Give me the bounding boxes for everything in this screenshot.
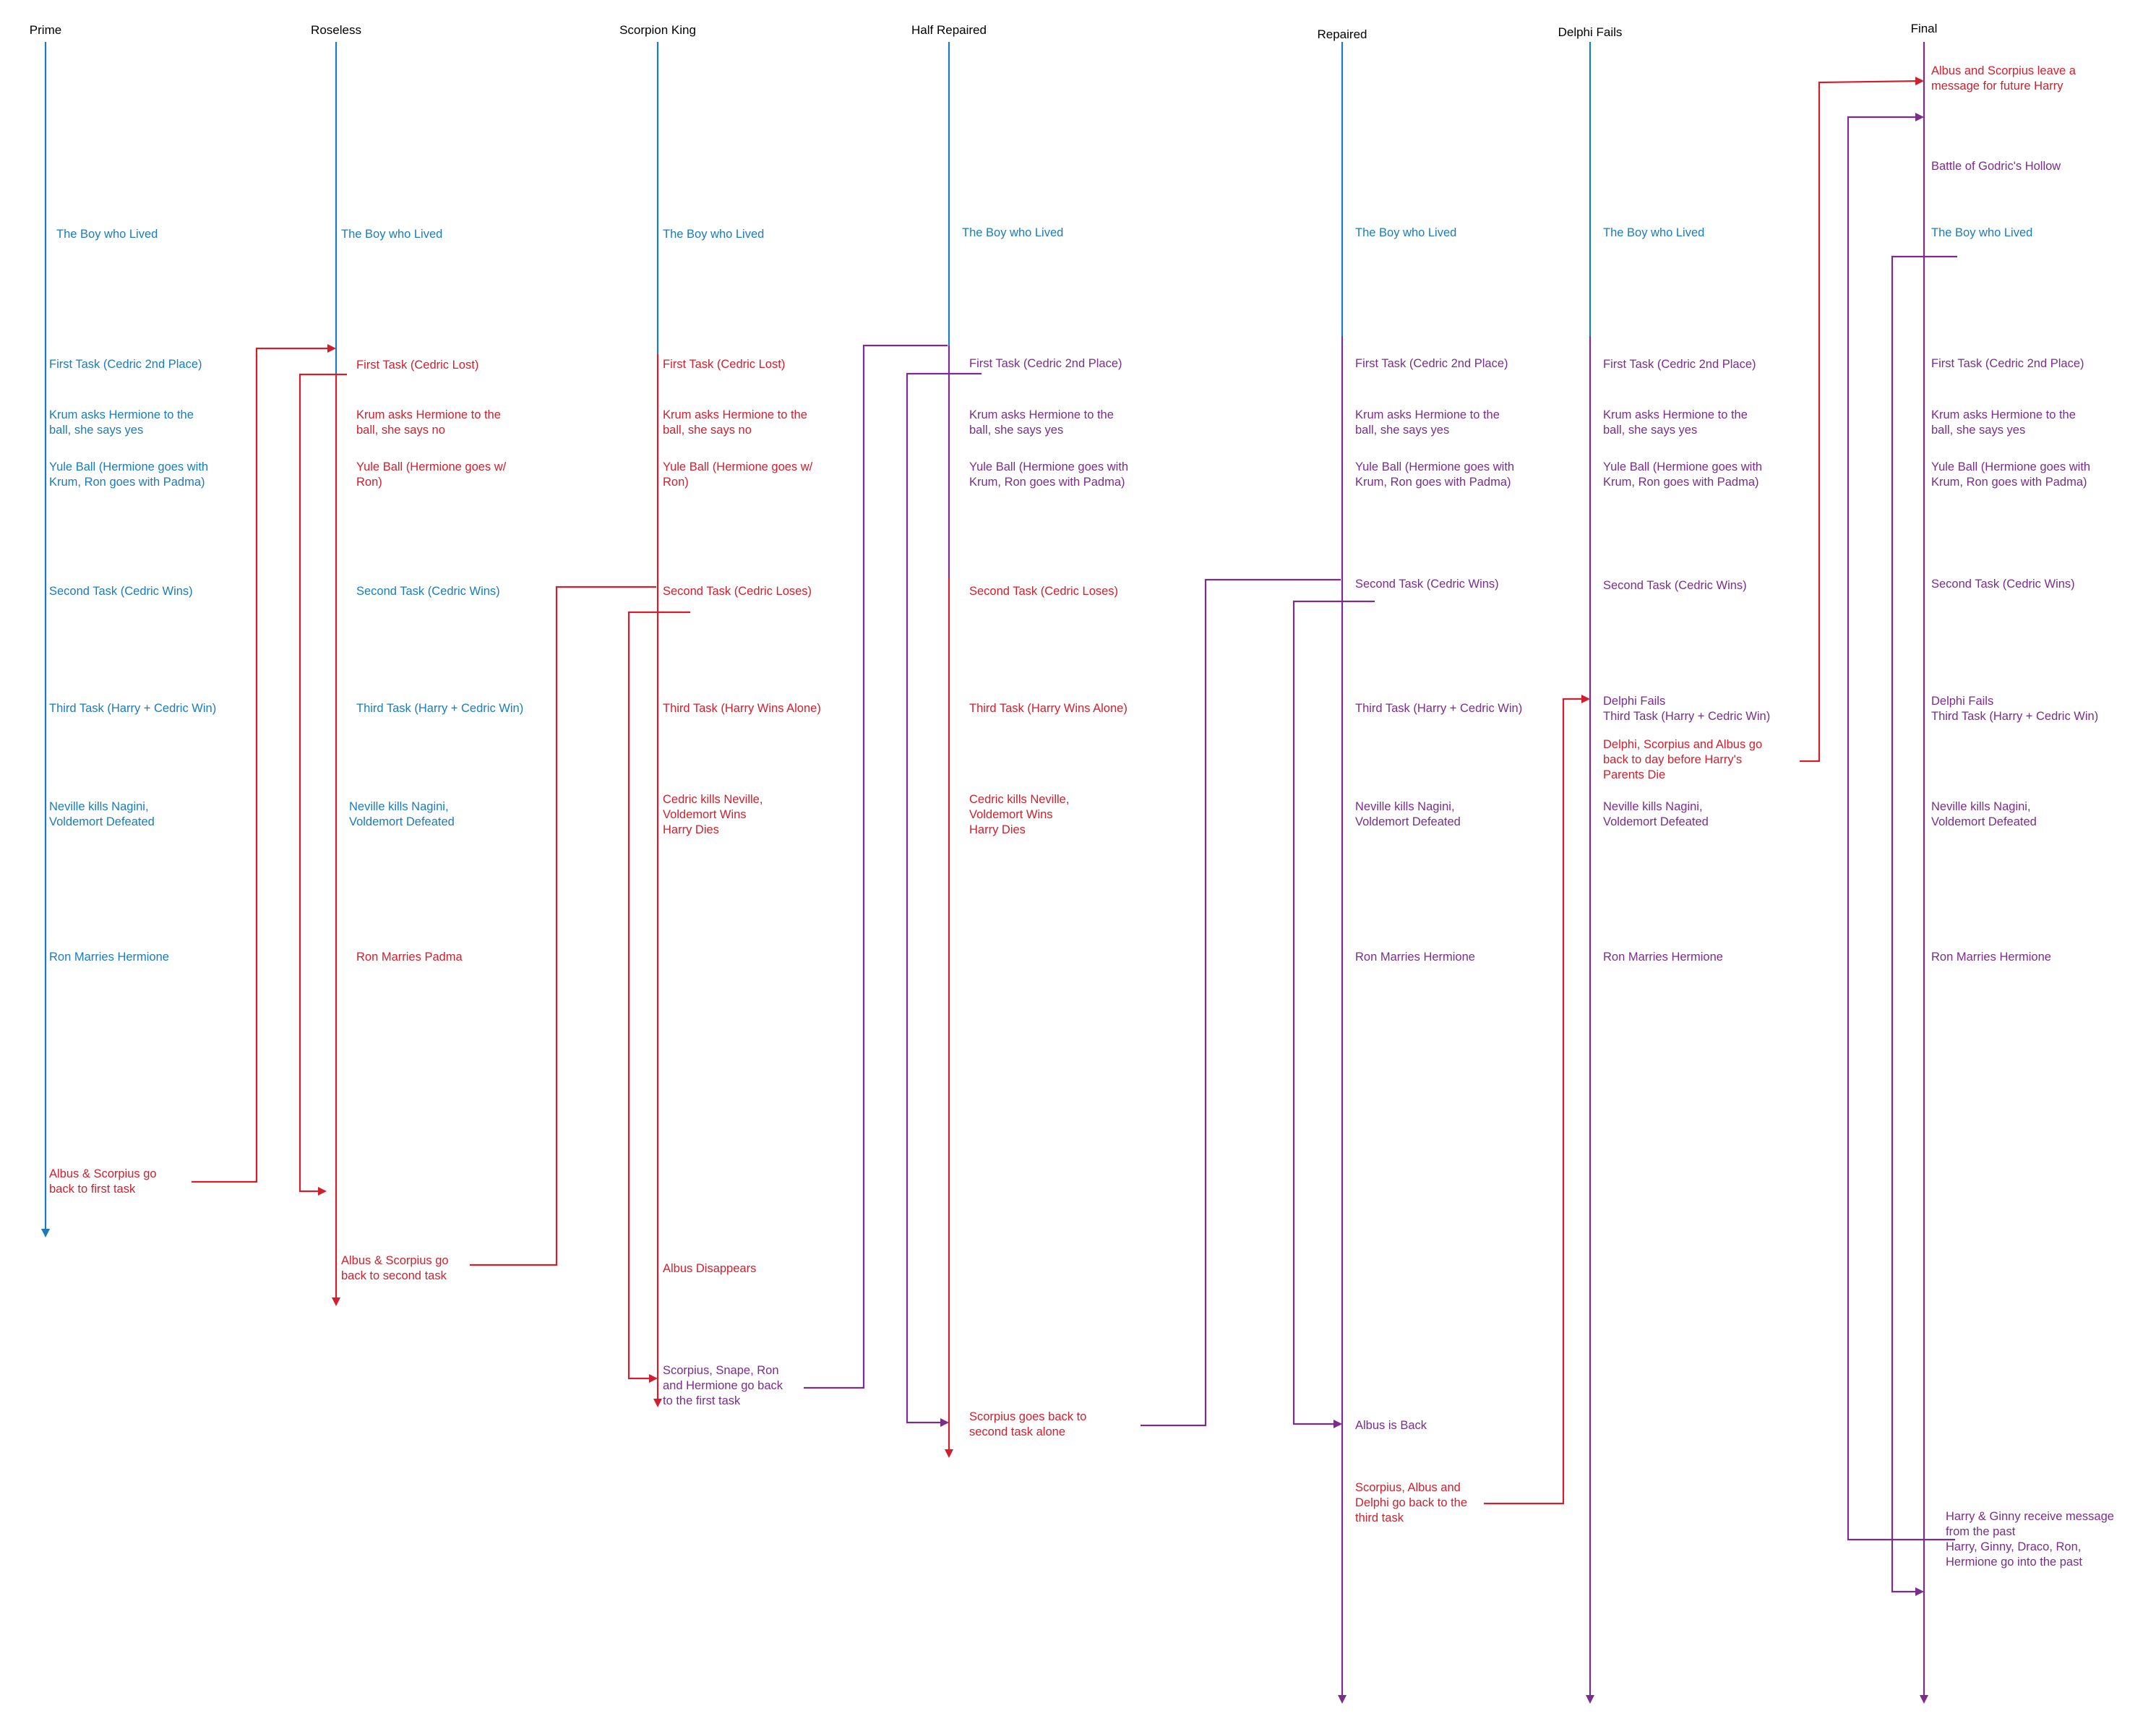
connector-delphi-to-final — [1800, 77, 1924, 763]
connector-scorpion-branch — [627, 611, 690, 1383]
prime-event-neville: Neville kills Nagini, Voldemort Defeated — [49, 800, 155, 828]
repaired-event-second-task: Second Task (Cedric Wins) — [1355, 578, 1499, 591]
final-event-message: Albus and Scorpius leave a message for f… — [1931, 64, 2076, 93]
prime-event-third-task: Third Task (Harry + Cedric Win) — [49, 702, 217, 715]
prime-event-krum: Krum asks Hermione to the ball, she says… — [49, 408, 194, 437]
connector-half-to-repaired — [1141, 578, 1341, 1427]
final-event-first-task: First Task (Cedric 2nd Place) — [1931, 357, 2084, 370]
final-event-boy: The Boy who Lived — [1931, 226, 2033, 239]
final-event-receive: Harry & Ginny receive message from the p… — [1946, 1510, 2114, 1569]
half-event-third-task: Third Task (Harry Wins Alone) — [969, 702, 1128, 715]
repaired-event-krum: Krum asks Hermione to the ball, she says… — [1355, 408, 1500, 437]
half-event-boy: The Boy who Lived — [962, 226, 1064, 239]
final-event-yule: Yule Ball (Hermione goes with Krum, Ron … — [1931, 460, 2091, 489]
roseless-event-travel: Albus & Scorpius go back to second task — [341, 1254, 449, 1282]
delphi-event-boy: The Boy who Lived — [1603, 226, 1705, 239]
repaired-event-albus: Albus is Back — [1355, 1419, 1427, 1432]
delphi-event-third-task: Delphi Fails Third Task (Harry + Cedric … — [1603, 695, 1771, 723]
delphi-event-travel: Delphi, Scorpius and Albus go back to da… — [1603, 738, 1763, 781]
prime-event-boy: The Boy who Lived — [56, 228, 158, 241]
prime-event-second-task: Second Task (Cedric Wins) — [49, 585, 193, 598]
half-event-second-task: Second Task (Cedric Loses) — [969, 585, 1119, 598]
roseless-event-second-task: Second Task (Cedric Wins) — [356, 585, 500, 598]
column-title-roseless: Roseless — [311, 23, 361, 37]
column-title-half-repaired: Half Repaired — [911, 23, 987, 37]
repaired-event-neville: Neville kills Nagini, Voldemort Defeated — [1355, 800, 1461, 828]
half-event-travel: Scorpius goes back to second task alone — [969, 1410, 1087, 1438]
repaired-event-first-task: First Task (Cedric 2nd Place) — [1355, 357, 1508, 370]
connector-half-branch — [906, 372, 982, 1427]
connector-scorpion-to-half — [804, 344, 948, 1389]
scorpion-event-second-task: Second Task (Cedric Loses) — [663, 585, 812, 598]
scorpion-event-krum: Krum asks Hermione to the ball, she says… — [663, 408, 807, 437]
connector-final-loop-1 — [1847, 113, 1955, 1541]
half-event-first-task: First Task (Cedric 2nd Place) — [969, 357, 1122, 370]
scorpion-event-yule: Yule Ball (Hermione goes w/ Ron) — [663, 460, 813, 489]
roseless-event-krum: Krum asks Hermione to the ball, she says… — [356, 408, 501, 437]
delphi-event-neville: Neville kills Nagini, Voldemort Defeated — [1603, 800, 1709, 828]
column-title-delphi-fails: Delphi Fails — [1558, 25, 1623, 39]
scorpion-event-first-task: First Task (Cedric Lost) — [663, 358, 786, 371]
final-event-second-task: Second Task (Cedric Wins) — [1931, 578, 2075, 591]
roseless-event-ron: Ron Marries Padma — [356, 951, 463, 964]
final-event-battle: Battle of Godric's Hollow — [1931, 160, 2061, 173]
roseless-event-third-task: Third Task (Harry + Cedric Win) — [356, 702, 524, 715]
prime-event-ron: Ron Marries Hermione — [49, 951, 169, 964]
half-event-krum: Krum asks Hermione to the ball, she says… — [969, 408, 1114, 437]
final-event-ron: Ron Marries Hermione — [1931, 951, 2051, 964]
scorpion-event-cedric: Cedric kills Neville, Voldemort Wins Har… — [663, 793, 763, 836]
repaired-event-travel: Scorpius, Albus and Delphi go back to th… — [1355, 1481, 1468, 1524]
roseless-event-yule: Yule Ball (Hermione goes w/ Ron) — [356, 460, 507, 489]
connector-prime-to-roseless — [192, 344, 336, 1183]
connector-repaired-to-delphi — [1484, 695, 1590, 1505]
roseless-event-first-task: First Task (Cedric Lost) — [356, 359, 479, 372]
final-event-neville: Neville kills Nagini, Voldemort Defeated — [1931, 800, 2037, 828]
prime-event-travel: Albus & Scorpius go back to first task — [49, 1167, 157, 1196]
scorpion-event-albus: Albus Disappears — [663, 1262, 757, 1275]
delphi-event-ron: Ron Marries Hermione — [1603, 951, 1723, 964]
final-event-third-task: Delphi Fails Third Task (Harry + Cedric … — [1931, 695, 2099, 723]
scorpion-event-third-task: Third Task (Harry Wins Alone) — [663, 702, 821, 715]
delphi-event-first-task: First Task (Cedric 2nd Place) — [1603, 358, 1756, 371]
connector-roseless-to-scorpion — [470, 585, 656, 1266]
repaired-event-ron: Ron Marries Hermione — [1355, 951, 1475, 964]
column-title-final: Final — [1910, 22, 1938, 35]
delphi-event-second-task: Second Task (Cedric Wins) — [1603, 579, 1747, 592]
repaired-event-yule: Yule Ball (Hermione goes with Krum, Ron … — [1355, 460, 1515, 489]
scorpion-event-boy: The Boy who Lived — [663, 228, 765, 241]
prime-event-first-task: First Task (Cedric 2nd Place) — [49, 358, 202, 371]
roseless-event-neville: Neville kills Nagini, Voldemort Defeated — [349, 800, 455, 828]
half-event-yule: Yule Ball (Hermione goes with Krum, Ron … — [969, 460, 1129, 489]
scorpion-event-travel: Scorpius, Snape, Ron and Hermione go bac… — [663, 1364, 783, 1407]
repaired-event-third-task: Third Task (Harry + Cedric Win) — [1355, 702, 1523, 715]
prime-event-yule: Yule Ball (Hermione goes with Krum, Ron … — [49, 460, 209, 489]
connector-final-loop-2 — [1891, 255, 1957, 1596]
half-event-cedric: Cedric kills Neville, Voldemort Wins Har… — [969, 793, 1070, 836]
roseless-event-boy: The Boy who Lived — [341, 228, 443, 241]
delphi-event-yule: Yule Ball (Hermione goes with Krum, Ron … — [1603, 460, 1763, 489]
connector-roseless-branch — [299, 373, 347, 1196]
column-title-prime: Prime — [29, 23, 62, 37]
column-title-repaired: Repaired — [1317, 27, 1367, 41]
final-event-krum: Krum asks Hermione to the ball, she says… — [1931, 408, 2076, 437]
column-title-scorpion-king: Scorpion King — [619, 23, 696, 37]
repaired-event-boy: The Boy who Lived — [1355, 226, 1457, 239]
connector-repaired-branch — [1292, 600, 1375, 1428]
delphi-event-krum: Krum asks Hermione to the ball, she says… — [1603, 408, 1748, 437]
